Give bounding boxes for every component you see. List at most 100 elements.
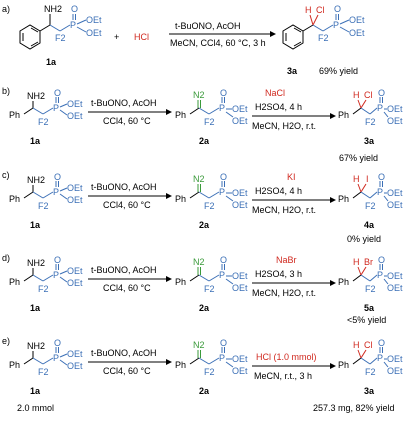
sm-b-oet1: OEt <box>67 99 83 109</box>
sm-e-ph: Ph <box>9 360 20 370</box>
row-c: c) Ph NH2 F2 P O OEt OEt 1a t-BuONO, AcO… <box>2 170 403 244</box>
sm-c-oet1: OEt <box>67 183 83 193</box>
int-e-p: P <box>219 353 225 363</box>
prod-b-p: P <box>377 103 383 113</box>
row-d-tag: d) <box>2 253 10 263</box>
int-c-n2: N2 <box>193 174 205 184</box>
prod-c-ph: Ph <box>338 194 349 204</box>
prod-c-label: 4a <box>364 220 375 230</box>
int-c-f2: F2 <box>204 201 215 211</box>
prod-d-label: 5a <box>364 303 375 313</box>
prod-d-oet1: OEt <box>387 271 403 281</box>
int-d-ph: Ph <box>175 277 186 287</box>
sm-c-ph: Ph <box>9 194 20 204</box>
prod-e-oet1: OEt <box>387 354 403 364</box>
prod-e-h: H <box>353 340 360 350</box>
row-d-cond1-bot: CCl4, 60 °C <box>103 283 151 293</box>
prod-b-f2: F2 <box>365 117 376 127</box>
prod-e-o: O <box>378 338 385 348</box>
sm-b-f2: F2 <box>38 117 49 127</box>
prod-c-h: H <box>353 174 360 184</box>
int-b-o: O <box>220 88 227 98</box>
row-a-cond-bot: MeCN, CCl4, 60 °C, 3 h <box>170 38 266 48</box>
sm-a-f2: F2 <box>55 33 66 43</box>
int-d-n2: N2 <box>193 257 205 267</box>
int-c-p: P <box>219 187 225 197</box>
prod-c-halogen: I <box>366 174 369 184</box>
sm-b-p: P <box>53 103 59 113</box>
int-c-oet1: OEt <box>232 188 248 198</box>
row-a: a) NH2 F2 P O OEt OEt 1a + HCl t-BuONO, … <box>2 4 365 76</box>
int-b-ph: Ph <box>175 110 186 120</box>
prod-a-h: H <box>305 5 312 15</box>
plus-sign: + <box>114 32 119 42</box>
sm-b-nh2: NH2 <box>27 91 45 101</box>
int-b-f2: F2 <box>204 117 215 127</box>
sm-d-ph: Ph <box>9 277 20 287</box>
sm-a-o: O <box>71 4 78 14</box>
row-d-cond2-a: H2SO4, 3 h <box>255 269 302 279</box>
int-d-p: P <box>219 270 225 280</box>
row-c-yield: 0% yield <box>347 234 381 244</box>
sm-d-o: O <box>54 255 61 265</box>
row-c-cond2-a: H2SO4, 4 h <box>255 186 302 196</box>
row-b-tag: b) <box>2 86 10 96</box>
row-e: e) Ph NH2 F2 P O OEt OEt 1a 2.0 mmol t-B… <box>2 336 403 413</box>
sm-a-p: P <box>70 20 76 30</box>
prod-c-o: O <box>378 172 385 182</box>
prod-d-o: O <box>378 255 385 265</box>
prod-d-h: H <box>353 257 360 267</box>
sm-b-label: 1a <box>30 136 41 146</box>
row-e-salt: HCl (1.0 mmol) <box>256 352 317 362</box>
row-b: b) Ph NH2 F2 P O OEt OEt 1a t-BuONO, AcO… <box>2 86 403 163</box>
row-c-cond2-b: MeCN, H2O, r.t. <box>252 205 316 215</box>
row-b-cond1-bot: CCl4, 60 °C <box>103 116 151 126</box>
sm-e-f2: F2 <box>38 367 49 377</box>
row-c-cond1-top: t-BuONO, AcOH <box>91 182 157 192</box>
row-d: d) Ph NH2 F2 P O OEt OEt 1a t-BuONO, AcO… <box>2 253 403 325</box>
prod-e-oet2: OEt <box>387 366 403 376</box>
prod-d-p: P <box>377 270 383 280</box>
prod-b-oet2: OEt <box>387 116 403 126</box>
row-e-cond2-b: MeCN, r.t., 3 h <box>254 371 312 381</box>
row-e-cond1-top: t-BuONO, AcOH <box>91 348 157 358</box>
int-e-label: 2a <box>199 386 210 396</box>
sm-a-nh2: NH2 <box>44 4 62 14</box>
int-e-n2: N2 <box>193 340 205 350</box>
prod-c-f2: F2 <box>365 201 376 211</box>
int-d-f2: F2 <box>204 284 215 294</box>
sm-d-oet1: OEt <box>67 266 83 276</box>
int-e-oet1: OEt <box>232 354 248 364</box>
int-d-o: O <box>220 255 227 265</box>
prod-a-label: 3a <box>287 66 298 76</box>
sm-a-oet2: OEt <box>86 28 102 38</box>
int-b-oet2: OEt <box>232 116 248 126</box>
row-c-cond1-bot: CCl4, 60 °C <box>103 200 151 210</box>
prod-d-halogen: Br <box>364 257 373 267</box>
prod-b-h: H <box>353 90 360 100</box>
int-e-o: O <box>220 338 227 348</box>
prod-b-ph: Ph <box>338 110 349 120</box>
prod-d-oet2: OEt <box>387 283 403 293</box>
prod-b-oet1: OEt <box>387 104 403 114</box>
int-e-ph: Ph <box>175 360 186 370</box>
int-e-oet2: OEt <box>232 366 248 376</box>
row-a-tag: a) <box>2 4 10 14</box>
prod-b-label: 3a <box>364 136 375 146</box>
row-d-cond1-top: t-BuONO, AcOH <box>91 265 157 275</box>
int-b-oet1: OEt <box>232 104 248 114</box>
int-c-o: O <box>220 172 227 182</box>
sm-c-nh2: NH2 <box>27 175 45 185</box>
prod-a-phenyl-ring <box>282 24 304 50</box>
row-b-yield: 67% yield <box>339 153 378 163</box>
row-a-cond-top: t-BuONO, AcOH <box>175 21 241 31</box>
prod-e-f2: F2 <box>365 367 376 377</box>
prod-a-p: P <box>333 20 339 30</box>
prod-a-f2: F2 <box>318 33 329 43</box>
row-c-salt: KI <box>287 172 296 182</box>
int-d-label: 2a <box>199 303 210 313</box>
sm-e-nh2: NH2 <box>27 341 45 351</box>
row-b-cond1-top: t-BuONO, AcOH <box>91 98 157 108</box>
row-e-yield: 257.3 mg, 82% yield <box>313 403 395 413</box>
int-b-p: P <box>219 103 225 113</box>
